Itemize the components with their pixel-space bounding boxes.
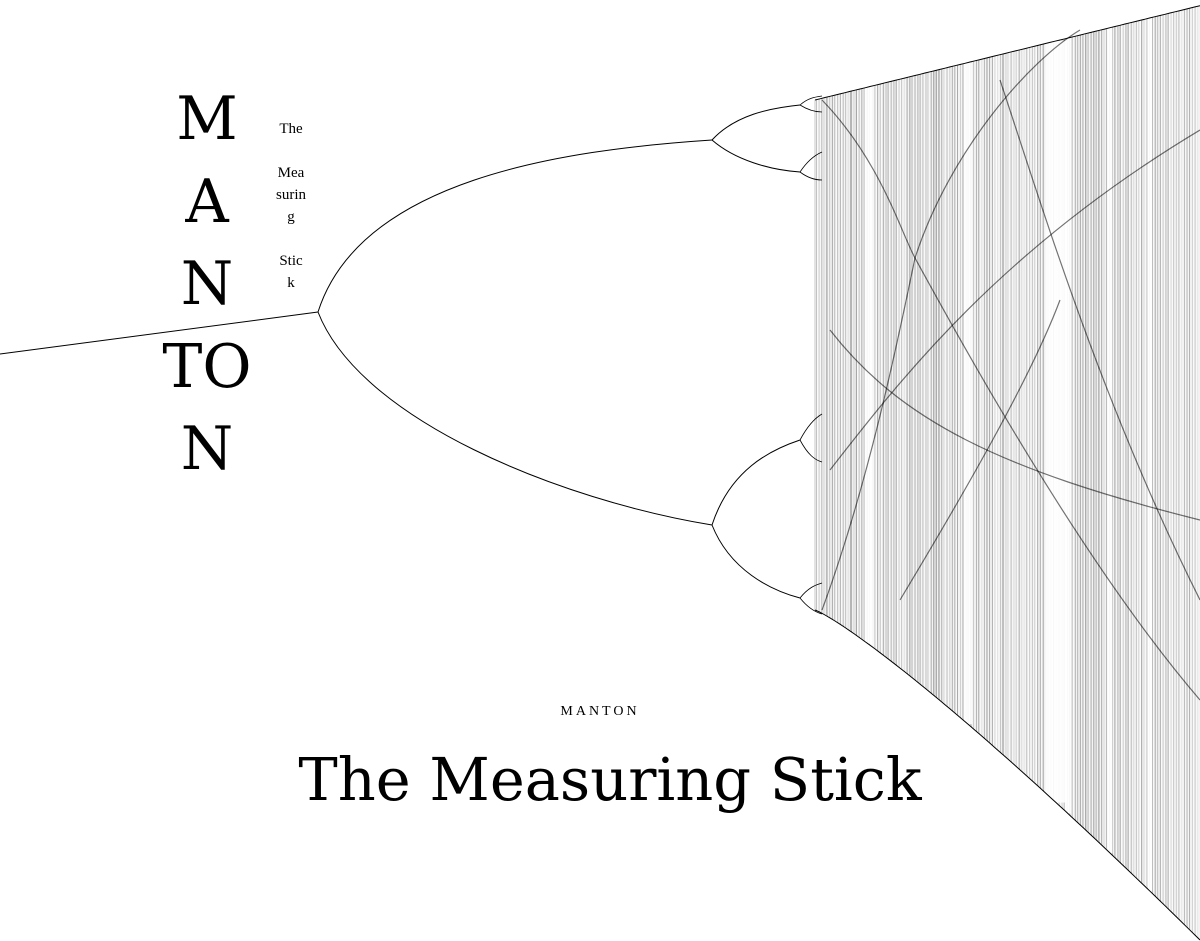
artist-vertical-title: MANTON	[162, 84, 252, 484]
crossing-curve	[999, 79, 1200, 601]
periodic-window	[1045, 40, 1067, 803]
stable-branch	[0, 311, 319, 355]
loop-4	[799, 582, 823, 615]
subtitle-word-3: Stick	[279, 253, 303, 291]
loop-3	[799, 413, 823, 463]
periodic-window	[1148, 17, 1152, 892]
upper-branch	[317, 139, 713, 313]
lower-envelope	[814, 609, 1200, 941]
subtitle-word-1: The	[279, 121, 303, 137]
periodic-window	[865, 87, 871, 644]
loop-1	[799, 95, 823, 113]
crossing-curve	[899, 299, 1061, 601]
periodic-window	[870, 86, 874, 647]
upper-envelope	[814, 5, 1200, 101]
upper-split-bottom	[711, 139, 801, 173]
periodic-window	[1065, 38, 1071, 814]
vertical-subtitle: The Measuring Stick	[276, 118, 306, 294]
loop-2	[799, 151, 823, 181]
chaotic-region	[814, 5, 1200, 941]
crossing-curve	[821, 99, 1200, 701]
subtitle-word-2: Measuring	[276, 165, 306, 225]
lower-branch	[317, 311, 713, 526]
album-title: The Measuring Stick	[298, 745, 922, 814]
crossing-curve	[821, 29, 1081, 611]
periodic-window	[1107, 27, 1113, 853]
periodic-window	[964, 62, 972, 725]
upper-split-top	[711, 104, 801, 141]
lower-split-bottom	[711, 524, 801, 599]
crossing-curve	[829, 329, 1200, 521]
lower-split-top	[711, 439, 801, 526]
artist-name: MANTON	[560, 704, 640, 719]
crossing-curve	[829, 129, 1200, 471]
